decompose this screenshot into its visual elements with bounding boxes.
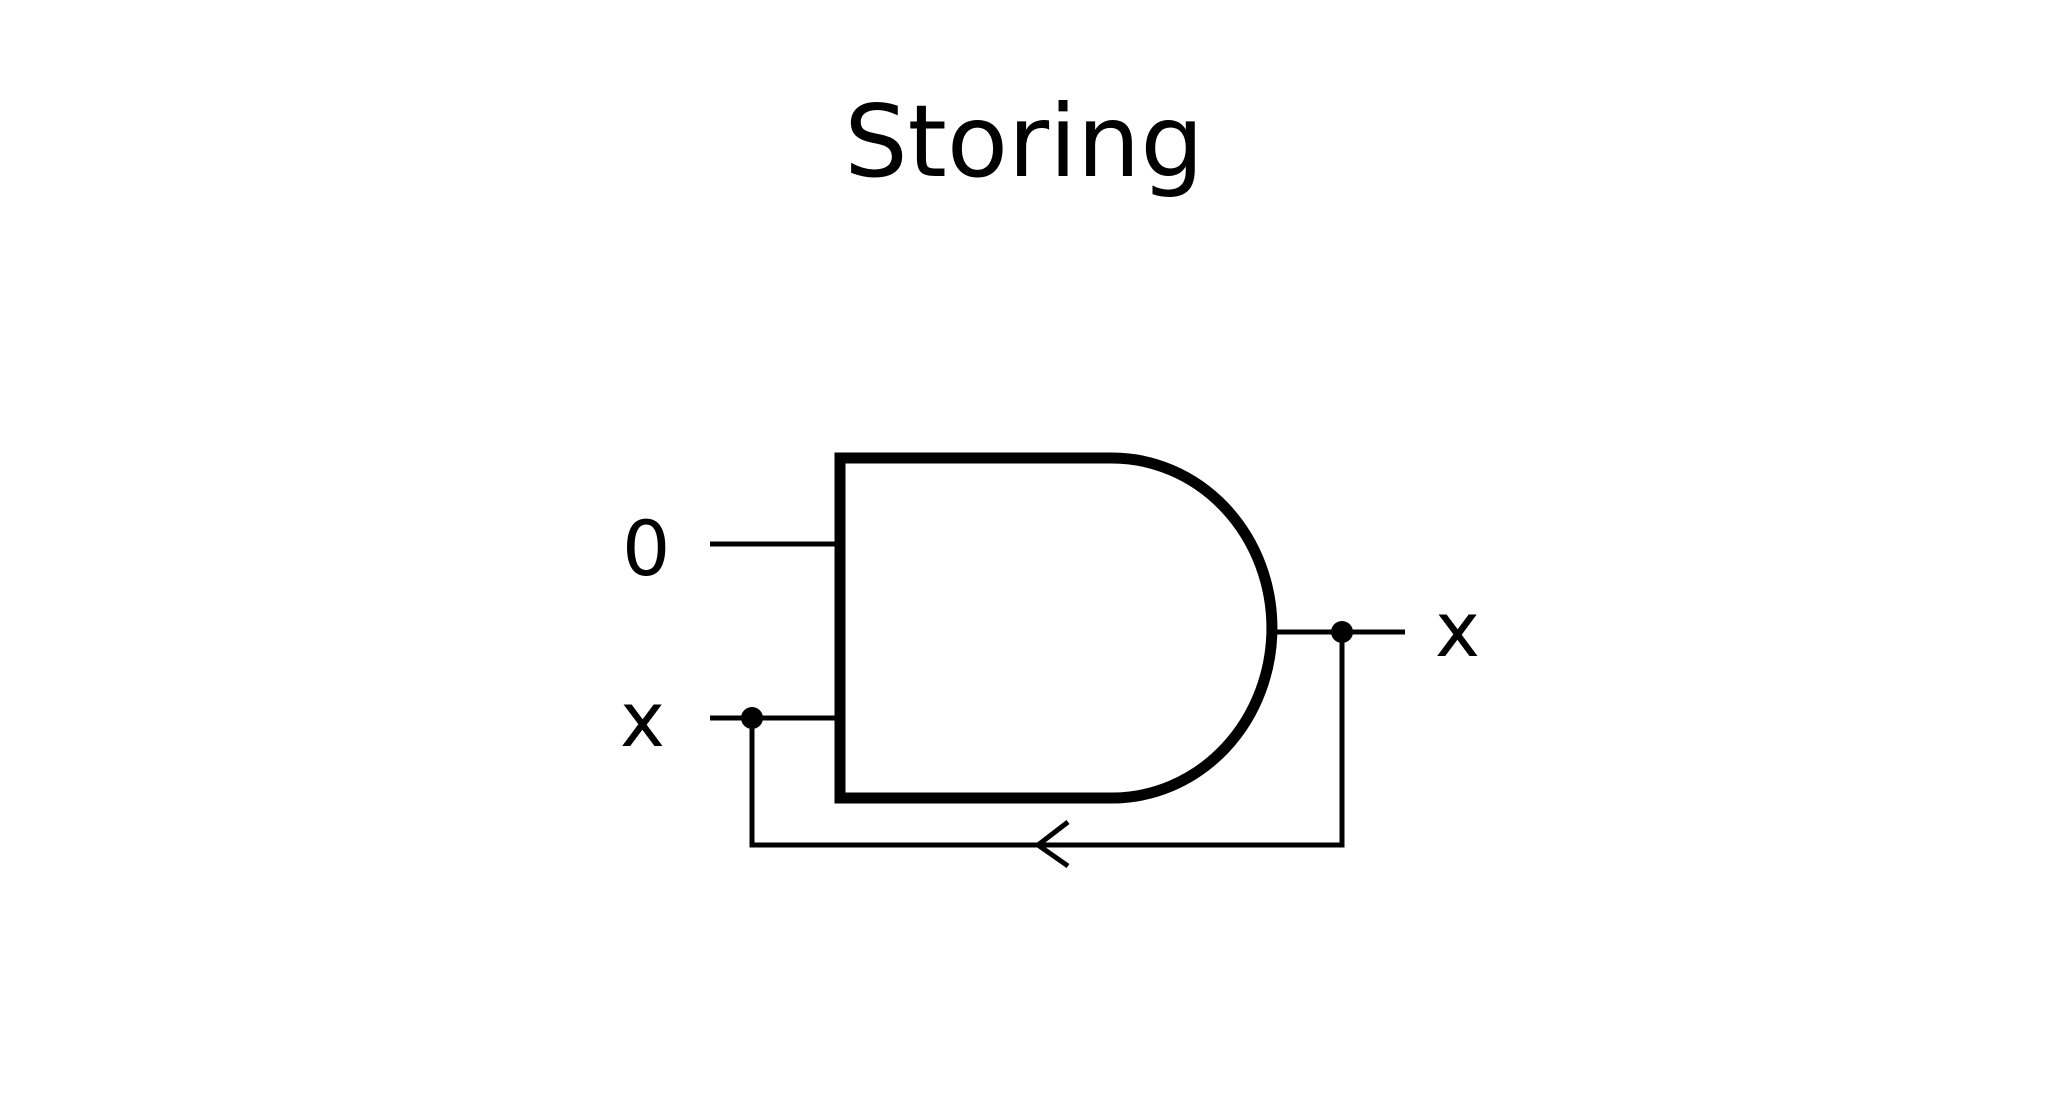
and-gate-body	[834, 452, 1278, 804]
junction-dot-output	[1331, 621, 1353, 643]
junction-dot-input	[741, 707, 763, 729]
feedback-arrow-icon	[1033, 820, 1070, 869]
input-label-bottom: x	[620, 675, 665, 764]
slide-title: Storing	[844, 83, 1204, 200]
feedback-loop	[749, 632, 1345, 848]
output-label: x	[1435, 585, 1480, 674]
input-label-top: 0	[622, 504, 670, 593]
